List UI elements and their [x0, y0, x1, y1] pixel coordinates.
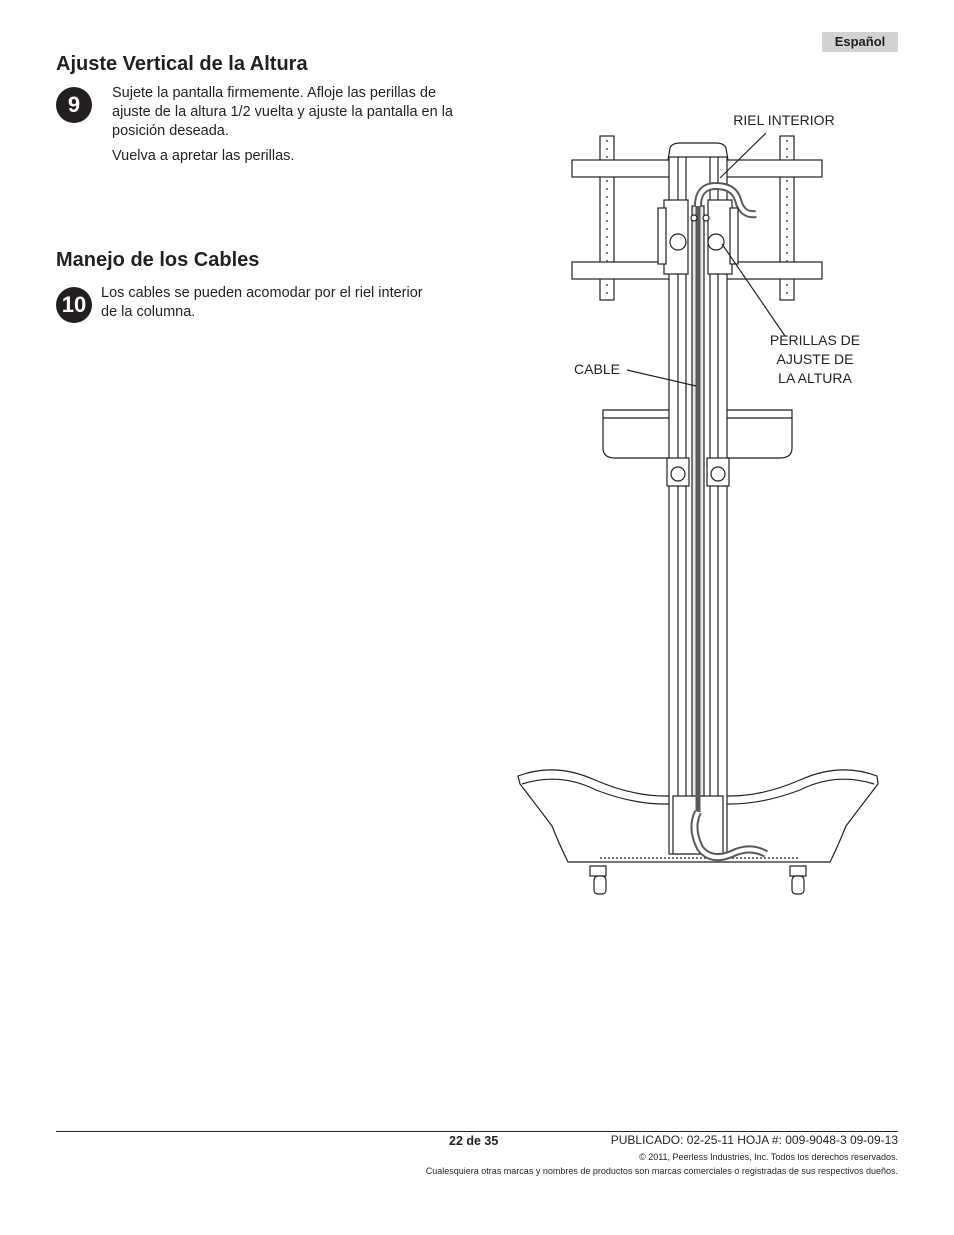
language-badge: Español — [822, 32, 898, 52]
publication-info: PUBLICADO: 02-25-11 HOJA #: 009-9048-3 0… — [610, 1133, 898, 1147]
shelf-knob-left — [670, 466, 686, 482]
caster-left — [589, 865, 607, 895]
label-knobs-line-3: LA ALTURA — [778, 370, 852, 386]
leader-cable — [626, 369, 697, 387]
step-9-line-3: posición deseada. — [112, 123, 229, 139]
label-inner-rail: RIEL INTERIOR — [733, 112, 835, 128]
height-knob-upper-right — [707, 233, 725, 251]
section-title-cable-management: Manejo de los Cables — [56, 249, 260, 271]
label-knobs-line-1: PERILLAS DE — [769, 332, 861, 348]
label-cable: CABLE — [574, 361, 620, 377]
step-10-badge: 10 — [56, 287, 92, 323]
column-top-cap — [667, 142, 729, 161]
step-9-line-1: Sujete la pantalla firmemente. Afloje la… — [112, 85, 437, 101]
height-knob-upper-left — [669, 233, 687, 251]
copyright-notice: © 2011, Peerless Industries, Inc. Todos … — [639, 1152, 898, 1162]
caster-right — [789, 865, 807, 895]
step-9-badge: 9 — [56, 87, 92, 123]
step-9-line-4: Vuelva a apretar las perillas. — [112, 148, 295, 164]
step-10-line-1: Los cables se pueden acomodar por el rie… — [101, 285, 423, 301]
trademark-notice: Cualesquiera otras marcas y nombres de p… — [425, 1166, 898, 1176]
leader-knobs — [721, 243, 786, 337]
label-knobs-line-2: AJUSTE DE — [776, 351, 854, 367]
section-title-height-adjust: Ajuste Vertical de la Altura — [56, 53, 308, 75]
step-10-line-2: de la columna. — [101, 304, 196, 320]
step-9-line-2: ajuste de la altura 1/2 vuelta y ajuste … — [112, 104, 453, 120]
leader-inner-rail — [719, 132, 767, 179]
footer-divider — [56, 1131, 898, 1132]
page-number: 22 de 35 — [449, 1134, 499, 1148]
shelf-knob-right — [710, 466, 726, 482]
